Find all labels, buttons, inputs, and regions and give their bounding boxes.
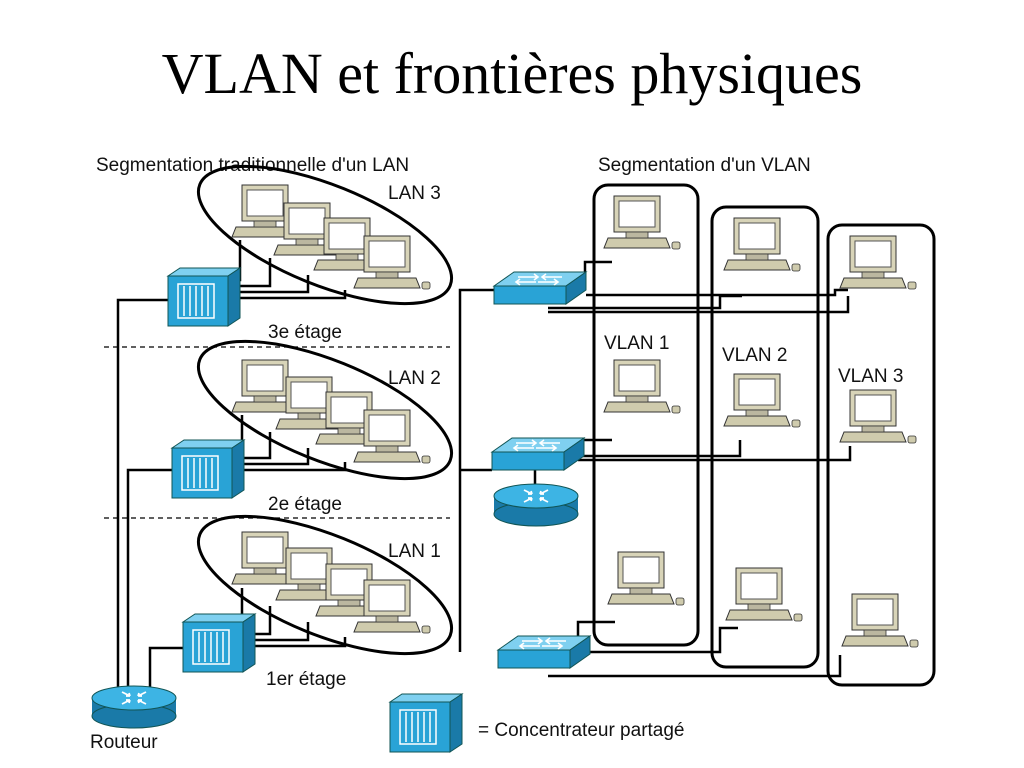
lan-label: LAN 3: [388, 183, 441, 204]
vlan-label: VLAN 3: [838, 366, 903, 387]
pc-vlan2: [723, 373, 801, 428]
router-label: Routeur: [90, 732, 158, 753]
router-right: [493, 483, 579, 527]
slide-title: VLAN et frontières physiques: [161, 41, 863, 106]
switch-bottom: [497, 635, 591, 669]
hub-2e: [171, 439, 245, 499]
vlan-label: VLAN 2: [722, 345, 787, 366]
lan-label: LAN 1: [388, 541, 441, 562]
pc-vlan2: [725, 567, 803, 622]
pc-lan1: [353, 579, 431, 634]
vlan3-group: [826, 223, 936, 687]
hub-1er: [182, 613, 256, 673]
pc-vlan2: [723, 217, 801, 272]
pc-vlan3: [839, 389, 917, 444]
lan3-ellipse: [196, 164, 454, 306]
legend-hub-icon: [389, 693, 463, 753]
floor-label: 2e étage: [268, 494, 342, 515]
floor-label: 1er étage: [266, 669, 346, 690]
lan2-ellipse: [196, 339, 454, 481]
pc-vlan3: [839, 235, 917, 290]
right-heading: Segmentation d'un VLAN: [598, 155, 811, 176]
floor-label: 3e étage: [268, 322, 342, 343]
vlan2-group: [710, 205, 820, 669]
switch-middle: [491, 437, 585, 471]
hub-3e: [167, 267, 241, 327]
switch-top: [493, 271, 587, 305]
vlan-label: VLAN 1: [604, 333, 669, 354]
legend-text: = Concentrateur partagé: [478, 720, 685, 741]
router-left: [91, 685, 177, 729]
pc-vlan1: [607, 551, 685, 606]
pc-vlan1: [603, 195, 681, 250]
pc-lan3: [353, 235, 431, 290]
lan-label: LAN 2: [388, 368, 441, 389]
lan1-ellipse: [196, 514, 454, 656]
vlan1-group: [592, 183, 700, 647]
pc-vlan3: [841, 593, 919, 648]
pc-vlan1: [603, 359, 681, 414]
pc-lan2: [353, 409, 431, 464]
